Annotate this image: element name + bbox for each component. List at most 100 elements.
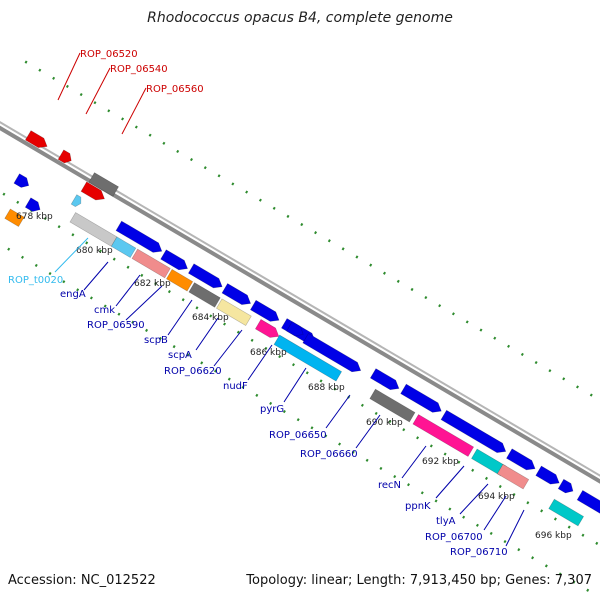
- scale-tick: [493, 336, 497, 340]
- scale-tick: [43, 216, 47, 221]
- gene-arrow-red: [24, 130, 48, 148]
- scale-tick: [264, 346, 268, 351]
- scale-tick: [89, 296, 93, 300]
- scale-tick: [121, 117, 125, 121]
- scale-label: 696 kbp: [535, 531, 572, 541]
- scale-tick: [62, 280, 66, 284]
- scale-tick: [420, 491, 424, 495]
- scale-tick: [154, 281, 158, 286]
- gene-box-cyan: [110, 236, 137, 258]
- scale-tick: [76, 288, 80, 292]
- scale-tick: [145, 328, 149, 332]
- scale-tick: [369, 263, 373, 267]
- scale-tick: [341, 247, 345, 251]
- scale-tick: [338, 442, 342, 446]
- gene-label: ROP_06590: [87, 320, 145, 331]
- scale-tick: [319, 379, 323, 383]
- scale-tick: [48, 271, 52, 276]
- scale-tick: [396, 279, 400, 283]
- gene-box-gray: [188, 282, 221, 308]
- scale-tick: [38, 68, 42, 72]
- gene-label: nudF: [223, 381, 248, 392]
- gene-arrow: [221, 283, 252, 305]
- scale-tick: [269, 401, 273, 406]
- label-leader: [247, 344, 273, 381]
- tick-rows: [2, 60, 599, 592]
- scale-tick: [245, 190, 249, 194]
- gene-box-cyan: [273, 334, 343, 382]
- scale-tick: [393, 474, 397, 479]
- gene-arrow: [160, 249, 188, 271]
- gene-arrow: [576, 489, 600, 514]
- scale-tick: [85, 241, 89, 245]
- scale-tick: [282, 410, 286, 414]
- scale-tick: [540, 509, 544, 513]
- gene-label: pyrG: [260, 404, 284, 415]
- gene-label: ROP_06660: [300, 449, 358, 460]
- label-leader: [167, 299, 193, 336]
- scale-tick: [20, 255, 24, 259]
- scale-tick: [71, 233, 75, 237]
- scale-tick: [406, 483, 410, 487]
- gene-arrow: [302, 333, 362, 373]
- label-leader: [459, 483, 489, 515]
- scale-tick: [189, 157, 193, 162]
- scale-tick: [7, 247, 11, 251]
- gene-label-red: ROP_06560: [146, 84, 204, 95]
- scale-label: 690 kbp: [366, 418, 403, 428]
- gene-label: tlyA: [436, 516, 456, 527]
- scale-tick: [140, 273, 144, 277]
- scale-label: 680 kbp: [76, 246, 113, 256]
- scale-tick: [134, 125, 138, 129]
- gene-label-rna: ROP_t0020: [8, 275, 63, 286]
- gene-box-yellow: [216, 298, 252, 326]
- scale-tick: [314, 231, 318, 235]
- scale-tick: [526, 501, 530, 505]
- scale-tick: [429, 444, 433, 448]
- gene-arrow: [369, 368, 400, 391]
- scale-tick: [443, 452, 447, 456]
- gene-arrow: [13, 173, 30, 188]
- scale-tick: [479, 328, 483, 332]
- scale-tick: [296, 418, 300, 422]
- scale-tick: [416, 436, 420, 440]
- scale-tick: [402, 428, 406, 432]
- scale-tick: [434, 499, 438, 503]
- scale-tick: [227, 377, 231, 381]
- scale-tick: [34, 263, 38, 268]
- scale-tick: [388, 419, 392, 424]
- gene-labels: ROP_06520ROP_06540ROP_06560ROP_t0020engA…: [8, 49, 525, 558]
- scale-tick: [484, 476, 488, 480]
- scale-tick: [286, 214, 290, 218]
- scale-tick: [186, 353, 190, 357]
- scale-tick: [327, 239, 331, 243]
- label-leader: [355, 414, 381, 449]
- scale-tick: [503, 539, 507, 544]
- scale-label: 694 kbp: [478, 492, 515, 502]
- scale-tick: [258, 198, 262, 202]
- scale-label: 692 kbp: [422, 457, 459, 467]
- scale-tick: [589, 393, 593, 397]
- scale-tick: [98, 249, 102, 253]
- scale-tick: [531, 556, 535, 560]
- label-leader: [83, 261, 109, 291]
- scale-tick: [162, 141, 166, 145]
- scale-tick: [351, 450, 355, 454]
- label-leader: [121, 87, 147, 135]
- scale-tick: [451, 312, 455, 316]
- label-leader: [54, 237, 89, 273]
- scale-tick: [558, 572, 562, 576]
- scale-tick: [517, 548, 521, 552]
- gene-arrow: [249, 299, 280, 322]
- scale-tick: [148, 133, 152, 137]
- scale-tick: [360, 403, 364, 407]
- gene-box-pink: [412, 414, 475, 457]
- scale-tick: [52, 76, 56, 80]
- scale-tick: [65, 84, 69, 89]
- gene-label: cmk: [94, 305, 115, 316]
- scale-tick: [438, 304, 442, 308]
- scale-tick: [410, 287, 414, 292]
- gene-box-lightgray: [69, 212, 118, 247]
